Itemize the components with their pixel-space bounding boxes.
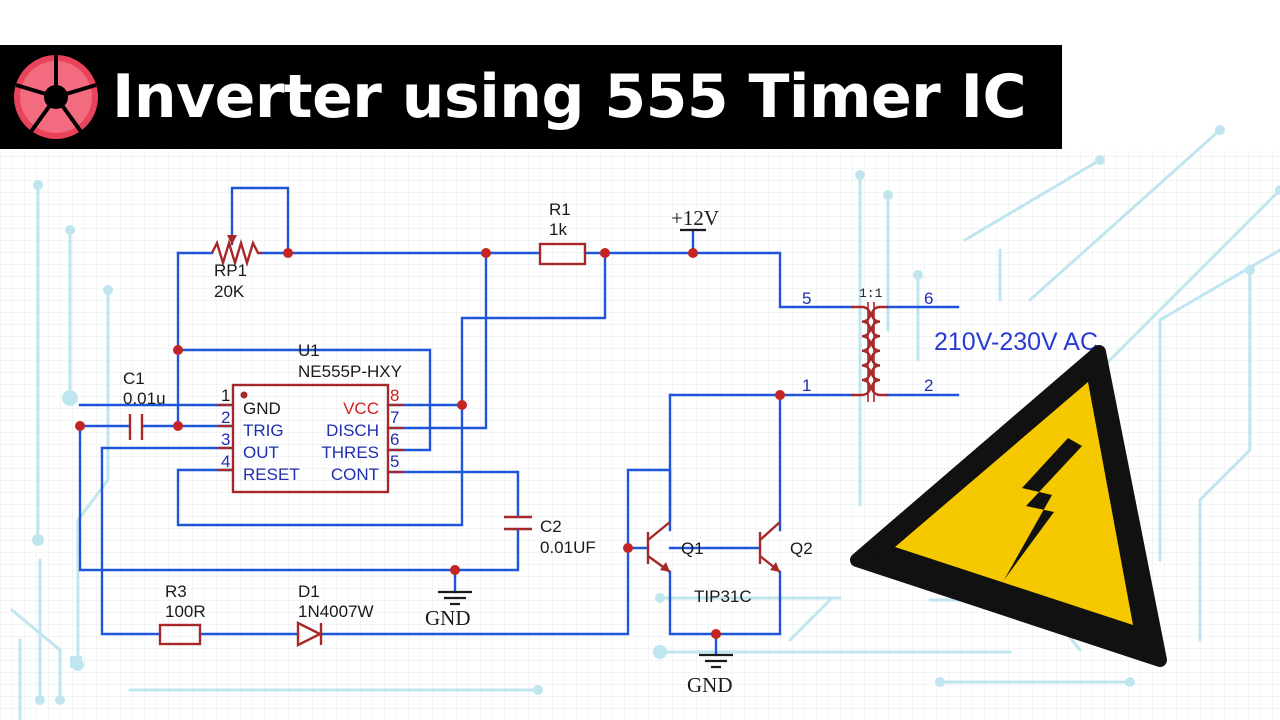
d1-value-label: 1N4007W — [298, 602, 374, 621]
ground-symbol-1: GND — [425, 590, 472, 630]
pin-6-number: 6 — [390, 430, 399, 449]
title-bar: Inverter using 555 Timer IC — [0, 45, 1062, 149]
junction-dots — [75, 248, 785, 639]
pin-reset-name: RESET — [243, 465, 300, 484]
rp1-ref-label: RP1 — [214, 261, 247, 280]
rp1-value-label: 20K — [214, 282, 245, 301]
transistor-q1: Q1 — [646, 521, 704, 573]
r1-ref-label: R1 — [549, 200, 571, 219]
transformer-pin-5: 5 — [802, 289, 811, 308]
pin-4-number: 4 — [221, 452, 230, 471]
gnd-label-2: GND — [687, 673, 733, 697]
d1-ref-label: D1 — [298, 582, 320, 601]
pin-thres-name: THRES — [321, 443, 379, 462]
transformer-pin-2: 2 — [924, 376, 933, 395]
pin-7-number: 7 — [390, 408, 399, 427]
c1-value-label: 0.01u — [123, 389, 166, 408]
transformer-ratio-label: 1:1 — [859, 286, 883, 301]
potentiometer-rp1: RP1 20K — [210, 186, 290, 301]
r1-value-label: 1k — [549, 220, 567, 239]
transformer-pin-1: 1 — [802, 376, 811, 395]
pin-out-name: OUT — [243, 443, 279, 462]
gnd-label-1: GND — [425, 606, 471, 630]
pin-trig-name: TRIG — [243, 421, 284, 440]
transformer-pin-6: 6 — [924, 289, 933, 308]
pin-cont-name: CONT — [331, 465, 379, 484]
tip31c-label: TIP31C — [694, 587, 752, 606]
wires — [78, 228, 960, 657]
capacitor-c2: C2 0.01UF — [504, 515, 596, 557]
u1-value-label: NE555P-HXY — [298, 362, 402, 381]
c2-value-label: 0.01UF — [540, 538, 596, 557]
c2-ref-label: C2 — [540, 517, 562, 536]
ground-symbol-2: GND — [687, 653, 733, 697]
pin-2-number: 2 — [221, 408, 230, 427]
pin-3-number: 3 — [221, 430, 230, 449]
pin-vcc-name: VCC — [343, 399, 379, 418]
q2-ref-label: Q2 — [790, 539, 813, 558]
transformer: 1:1 5 6 1 2 — [802, 286, 933, 402]
pin-8-number: 8 — [390, 386, 399, 405]
q1-ref-label: Q1 — [681, 539, 704, 558]
r3-value-label: 100R — [165, 602, 206, 621]
c1-ref-label: C1 — [123, 369, 145, 388]
u1-ref-label: U1 — [298, 341, 320, 360]
diode-d1: D1 1N4007W — [296, 582, 374, 647]
r3-ref-label: R3 — [165, 582, 187, 601]
page-title: Inverter using 555 Timer IC — [112, 62, 1027, 132]
pin-gnd-name: GND — [243, 399, 281, 418]
pin-1-number: 1 — [221, 386, 230, 405]
resistor-r3: R3 100R — [158, 582, 206, 646]
ac-output-label: 210V-230V AC — [934, 328, 1098, 356]
vcc-symbol: +12V — [671, 206, 719, 232]
capacitor-c1: C1 0.01u — [123, 369, 166, 440]
pin-disch-name: DISCH — [326, 421, 379, 440]
logo-aperture-icon — [14, 55, 98, 139]
ic-ne555: U1 NE555P-HXY 1 2 3 4 GND TRIG OUT RESET… — [218, 341, 403, 494]
resistor-r1: R1 1k — [538, 200, 587, 266]
pin-5-number: 5 — [390, 452, 399, 471]
vcc-label: +12V — [671, 206, 719, 230]
transistor-q2: Q2 — [758, 521, 813, 573]
high-voltage-warning-icon — [850, 345, 1167, 667]
